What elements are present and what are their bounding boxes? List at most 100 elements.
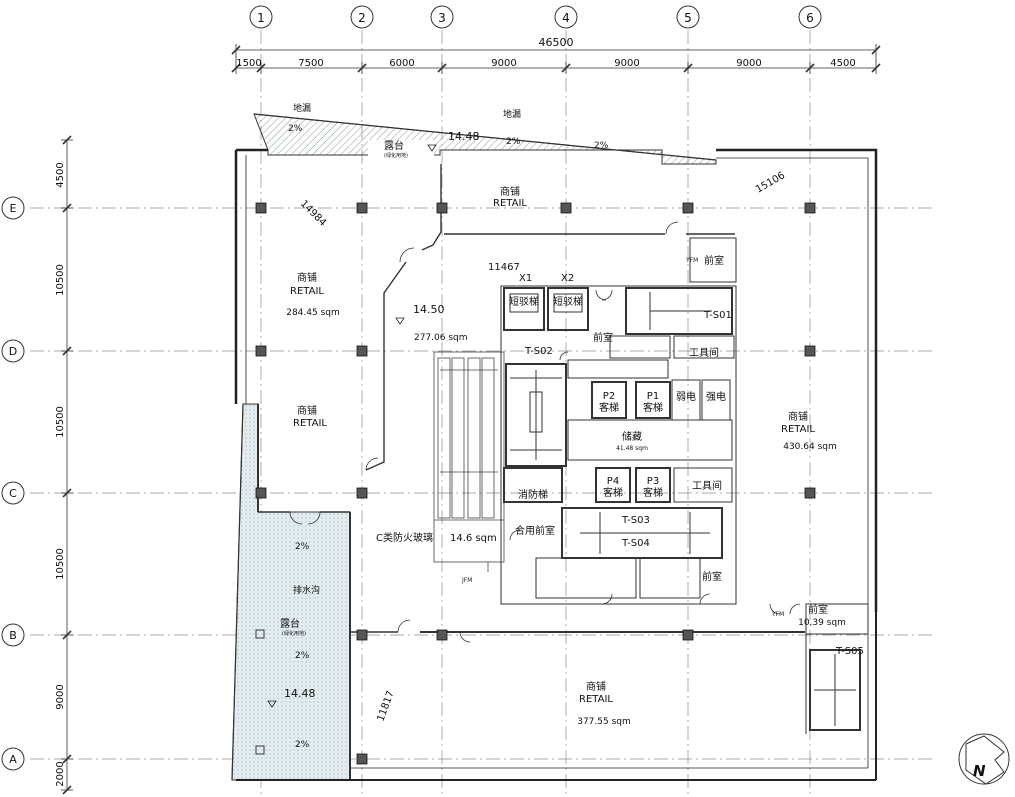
north-label: N: [973, 762, 986, 780]
dim-span-2: 7500: [298, 58, 323, 69]
label-slope-w1: 2%: [295, 542, 310, 552]
label-lobby-core: 前室: [593, 331, 613, 344]
core: [500, 237, 737, 605]
label-p2-cn: 客梯: [599, 401, 619, 414]
grid-marker-d: D: [1, 339, 25, 363]
dim-span-3: 6000: [389, 58, 414, 69]
row-grid-markers: E D C B A: [1, 196, 25, 771]
svg-text:5: 5: [684, 11, 692, 25]
label-drain-channel: 排水沟: [293, 584, 320, 596]
label-area-retail-e: 430.64 sqm: [783, 442, 837, 452]
label-shuttle-2: 短驳梯: [553, 295, 583, 308]
label-p1: P1: [647, 391, 659, 402]
label-p2: P2: [603, 391, 615, 402]
label-retail-n-cn: 商铺: [500, 185, 520, 198]
dim-left-6: 2000: [55, 761, 66, 786]
label-ts03: T-S03: [621, 515, 650, 526]
svg-text:3: 3: [438, 11, 446, 25]
label-level-atrium: 14.50: [413, 303, 445, 316]
label-area-retail-nw: 284.45 sqm: [286, 308, 340, 318]
label-terrace-top-note: (绿化用地): [384, 152, 408, 159]
svg-text:E: E: [10, 202, 17, 215]
east-stair: [805, 603, 869, 734]
label-x1: X1: [519, 273, 532, 284]
label-area-atrium: 277.06 sqm: [414, 333, 468, 343]
label-p4: P4: [607, 476, 619, 487]
north-arrow-icon: N: [958, 733, 1010, 785]
label-area-lobby-east: 10.39 sqm: [798, 618, 846, 628]
left-dimensions: [61, 135, 73, 795]
label-p3: P3: [647, 476, 659, 487]
dim-diagonal-4: 11817: [375, 689, 396, 723]
dim-diagonal-3: 11467: [488, 262, 520, 273]
top-terrace: [253, 113, 717, 165]
label-retail-e-cn: 商铺: [788, 410, 808, 423]
escalator: [433, 351, 505, 572]
label-p1-cn: 客梯: [643, 401, 663, 414]
label-shuttle-1: 短驳梯: [509, 295, 539, 308]
grid-marker-e: E: [1, 196, 25, 220]
label-ts02: T-S02: [524, 346, 553, 357]
label-level-top: 14.48: [448, 130, 480, 143]
label-terrace-west-note: (绿化用地): [282, 630, 306, 637]
label-strong-elec: 强电: [706, 390, 726, 403]
left-terrace: [231, 403, 351, 781]
label-x2: X2: [561, 273, 574, 284]
label-slope-1: 2%: [288, 124, 303, 134]
label-slope-3: 2%: [594, 141, 609, 151]
grid-marker-c: C: [1, 481, 25, 505]
dim-diagonal-1: 14984: [298, 198, 328, 228]
label-level-west: 14.48: [284, 687, 316, 700]
label-retail-nw-cn: 商铺: [297, 271, 317, 284]
label-area-storage: 41.48 sqm: [616, 445, 648, 452]
dim-left-4: 10500: [55, 548, 66, 580]
label-area-escalator: 14.6 sqm: [450, 533, 497, 544]
label-retail-n-en: RETAIL: [493, 198, 527, 209]
drawing-labels: 地漏 地漏 2% 2% 2% 露台 (绿化用地) 14.48 商铺 RETAIL…: [280, 102, 864, 750]
label-weak-elec: 弱电: [676, 390, 696, 403]
dim-span-7: 4500: [830, 58, 855, 69]
label-retail-nw-en: RETAIL: [290, 286, 324, 297]
label-ts01: T-S01: [703, 310, 732, 321]
label-fire-glass: C类防火玻璃: [376, 531, 433, 544]
interior-walls: [257, 164, 805, 633]
label-combined-lobby: 合用前室: [515, 524, 555, 537]
label-floor-drain-2: 地漏: [503, 108, 521, 120]
label-retail-s-en: RETAIL: [579, 694, 613, 705]
label-floor-drain-1: 地漏: [293, 102, 311, 114]
grid-marker-a: A: [1, 747, 25, 771]
grid-marker-2: 2: [350, 5, 374, 29]
label-slope-w3: 2%: [295, 740, 310, 750]
dim-left-5: 9000: [55, 684, 66, 709]
svg-text:4: 4: [562, 11, 570, 25]
label-slope-2: 2%: [506, 137, 521, 147]
label-ts05: T-S05: [835, 646, 864, 657]
label-jfm: JFM: [461, 577, 472, 584]
dim-span-4: 9000: [491, 58, 516, 69]
label-retail-w-cn: 商铺: [297, 404, 317, 417]
dim-left-3: 10500: [55, 406, 66, 438]
left-dimension-texts: 4500 10500 10500 10500 9000 2000: [55, 162, 66, 786]
grid-marker-3: 3: [430, 5, 454, 29]
grid-marker-4: 4: [554, 5, 578, 29]
grid-marker-5: 5: [676, 5, 700, 29]
label-terrace-top: 露台: [384, 139, 404, 152]
label-yfm-1: YFM: [685, 257, 698, 264]
dim-diagonal-2: 15106: [754, 170, 787, 195]
svg-text:2: 2: [358, 11, 366, 25]
label-lobby-se: 前室: [702, 570, 722, 583]
label-fire-lift: 消防梯: [518, 488, 548, 501]
dim-left-1: 4500: [55, 162, 66, 187]
label-tool-room-1: 工具间: [689, 346, 719, 359]
dim-span-1: 1500: [236, 58, 261, 69]
label-ts04: T-S04: [621, 538, 650, 549]
top-dimension-texts: 46500 1500 7500 6000 9000 9000 9000 4500: [236, 36, 855, 69]
label-tool-room-2: 工具间: [692, 479, 722, 492]
label-p3-cn: 客梯: [643, 486, 663, 499]
top-dimensions: [231, 44, 881, 74]
grid-marker-6: 6: [798, 5, 822, 29]
doors: [289, 221, 801, 643]
label-retail-s-cn: 商铺: [586, 680, 606, 693]
label-retail-w-en: RETAIL: [293, 418, 327, 429]
